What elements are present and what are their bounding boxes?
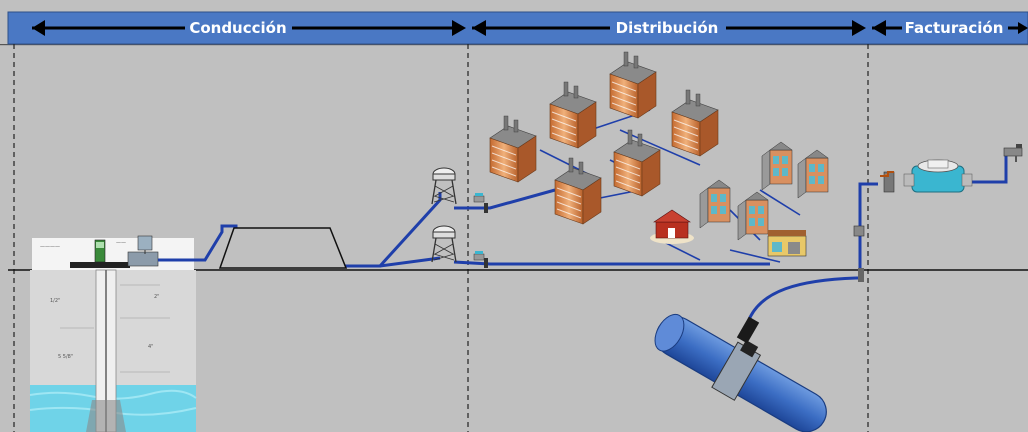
svg-text:4": 4"	[148, 344, 153, 350]
water-meter-icon	[473, 192, 485, 203]
svg-text:2": 2"	[154, 294, 159, 300]
header-bar: Conducción Distribución Facturación	[7, 11, 1028, 45]
section-distribucion-label: Distribución	[616, 19, 719, 37]
water-meter-icon	[473, 250, 485, 261]
facturacion-arrow	[872, 20, 1028, 36]
clamp-on-flow-sensor	[654, 276, 857, 432]
distribucion-arrow	[472, 20, 866, 36]
pump-station-icon: ———— ——	[40, 235, 159, 268]
water-meter-icon	[880, 159, 973, 193]
conduccion-arrow	[32, 20, 466, 36]
section-conduccion-label: Conducción	[189, 19, 286, 37]
faucet-icon	[1003, 144, 1023, 162]
svg-text:5 5/8": 5 5/8"	[58, 354, 73, 360]
barn-icon	[650, 209, 694, 244]
storage-tank	[218, 227, 348, 269]
section-facturacion-label: Facturación	[905, 19, 1004, 37]
svg-text:——: ——	[116, 240, 126, 246]
borehole-cross-section: 1/2" 5 5/8" 4" 2"	[29, 238, 197, 432]
shop-icon	[767, 230, 807, 257]
section-dividers	[13, 44, 869, 432]
svg-text:1/2": 1/2"	[50, 298, 60, 304]
svg-text:————: ————	[40, 244, 60, 250]
